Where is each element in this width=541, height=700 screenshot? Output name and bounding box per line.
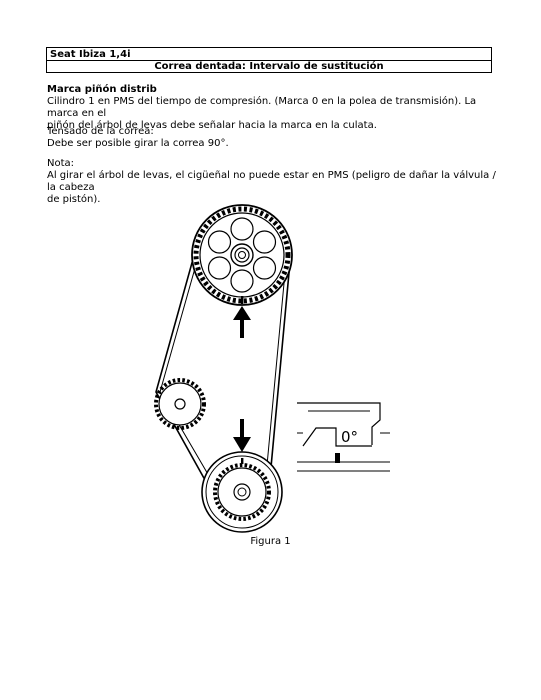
zero-reference-mark <box>335 453 340 463</box>
paragraph-line: de pistón). <box>47 194 101 205</box>
paragraph-line: piñón del árbol de levas debe señalar ha… <box>47 120 377 131</box>
timing-belt-diagram: 0° <box>154 204 390 533</box>
section-nota: Nota: Al girar el árbol de levas, el cig… <box>47 158 497 206</box>
section-marca: Marca piñón distrib Cilindro 1 en PMS de… <box>47 84 497 132</box>
header-divider <box>47 60 491 61</box>
document-title: Correa dentada: Intervalo de sustitución <box>154 61 384 72</box>
paragraph-line: Cilindro 1 en PMS del tiempo de compresi… <box>47 96 477 119</box>
section-heading: Marca piñón distrib <box>47 84 157 95</box>
paragraph-line: Debe ser posible girar la correa 90°. <box>47 138 229 149</box>
section-tensado: Tensado de la correa: Debe ser posible g… <box>47 126 497 150</box>
crankshaft-timing-mark <box>241 458 244 464</box>
section-heading: Tensado de la correa: <box>47 126 154 137</box>
timing-belt <box>155 251 291 481</box>
section-heading: Nota: <box>47 158 75 169</box>
crankshaft-sprocket <box>201 451 283 533</box>
arrow-up-icon <box>233 306 251 338</box>
paragraph-line: Al girar el árbol de levas, el cigüeñal … <box>47 170 496 193</box>
camshaft-sprocket <box>191 204 293 306</box>
zero-degree-mark-detail <box>297 402 390 472</box>
figure-caption: Figura 1 <box>250 536 291 547</box>
header-box: Seat Ibiza 1,4i Correa dentada: Interval… <box>46 47 492 73</box>
tensioner-pulley <box>154 378 206 430</box>
vehicle-model: Seat Ibiza 1,4i <box>50 49 131 60</box>
camshaft-timing-mark <box>241 296 244 304</box>
arrow-down-icon <box>233 419 251 452</box>
zero-degree-label: 0° <box>341 428 358 446</box>
